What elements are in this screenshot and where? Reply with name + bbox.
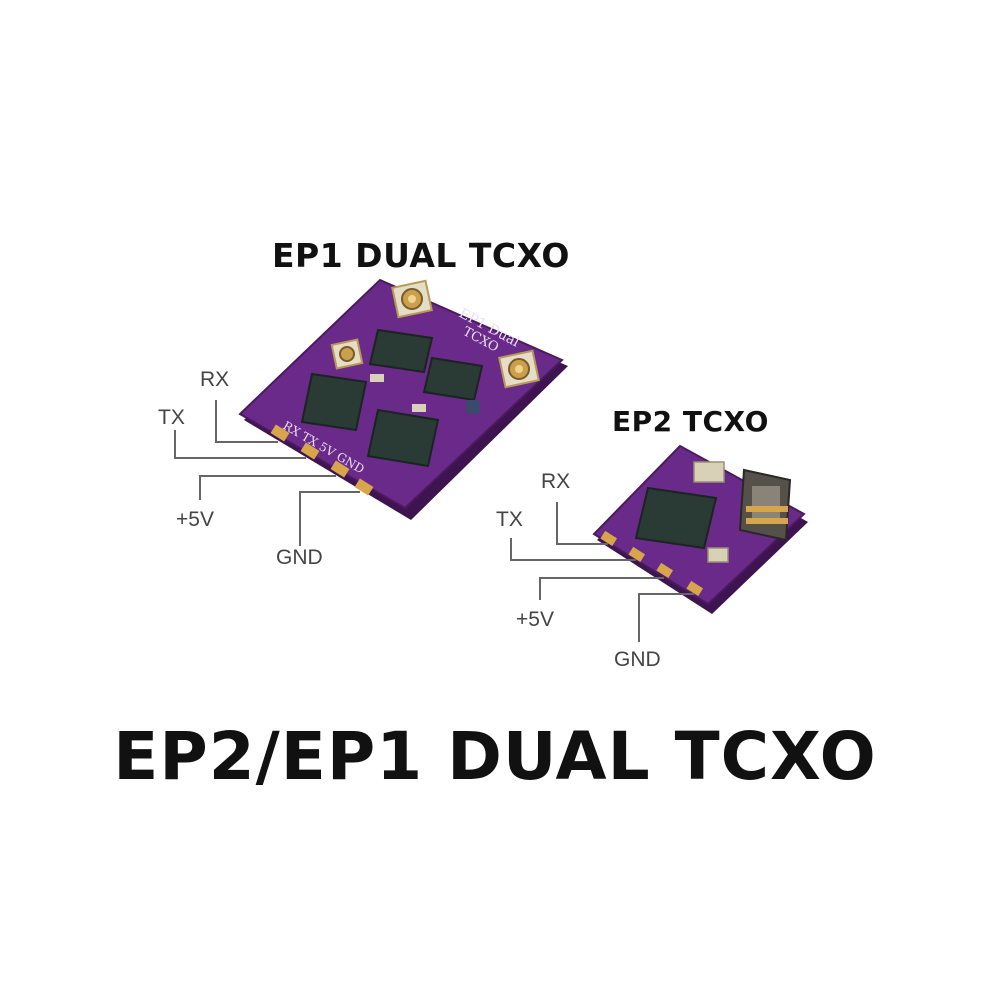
ep2-title: EP2 TCXO xyxy=(612,405,769,438)
ep2-wire-tx xyxy=(510,538,636,561)
ep2-antenna-connector xyxy=(738,468,792,542)
ep1-solder-pads xyxy=(270,424,374,496)
ep1-board-surface xyxy=(238,278,564,510)
ep1-led xyxy=(466,400,480,414)
ep1-pin-label-rx: RX xyxy=(200,368,230,391)
ep1-smd-part xyxy=(412,404,426,412)
ep1-chip-3 xyxy=(300,372,368,432)
ep2-crystal xyxy=(693,461,725,483)
ep2-pin-label-gnd: GND xyxy=(614,648,661,671)
ep1-chip-4 xyxy=(366,408,440,468)
ep1-wires xyxy=(174,400,360,546)
ep1-antenna-connector-3 xyxy=(330,338,364,370)
ep1-pin-label-gnd: GND xyxy=(276,546,323,569)
ep1-pin-label-5v: +5V xyxy=(176,508,214,531)
main-title: EP2/EP1 DUAL TCXO xyxy=(113,718,877,795)
ep2-wire-gnd xyxy=(638,593,694,642)
ep2-pin-label-5v: +5V xyxy=(516,608,554,631)
ep1-wire-rx xyxy=(215,400,278,443)
ep2-solder-pads xyxy=(600,530,704,596)
ep1-wire-gnd xyxy=(299,491,360,546)
ep2-board xyxy=(592,444,808,614)
ep2-wire-5v xyxy=(539,577,664,600)
ep1-wire-tx xyxy=(174,430,306,459)
ep1-pin-label-tx: TX xyxy=(158,406,185,429)
ep1-chip-2 xyxy=(422,356,484,402)
ep2-wires xyxy=(510,502,694,642)
ep2-chip xyxy=(634,486,718,550)
ep1-wire-5v xyxy=(199,475,336,500)
ep1-title: EP1 DUAL TCXO xyxy=(272,236,570,275)
ep2-wire-rx xyxy=(556,502,608,545)
ep2-pin-label-tx: TX xyxy=(496,508,523,531)
ep2-smd-part xyxy=(707,547,729,563)
ep1-board: EP1 Dual TCXO RX TX 5V GND xyxy=(238,278,568,520)
ep1-antenna-connector-2 xyxy=(498,349,540,389)
ep2-pin-label-rx: RX xyxy=(541,470,571,493)
ep1-smd-part xyxy=(370,374,384,382)
ep1-antenna-connector-1 xyxy=(391,279,433,319)
ep1-chip-1 xyxy=(368,328,434,374)
